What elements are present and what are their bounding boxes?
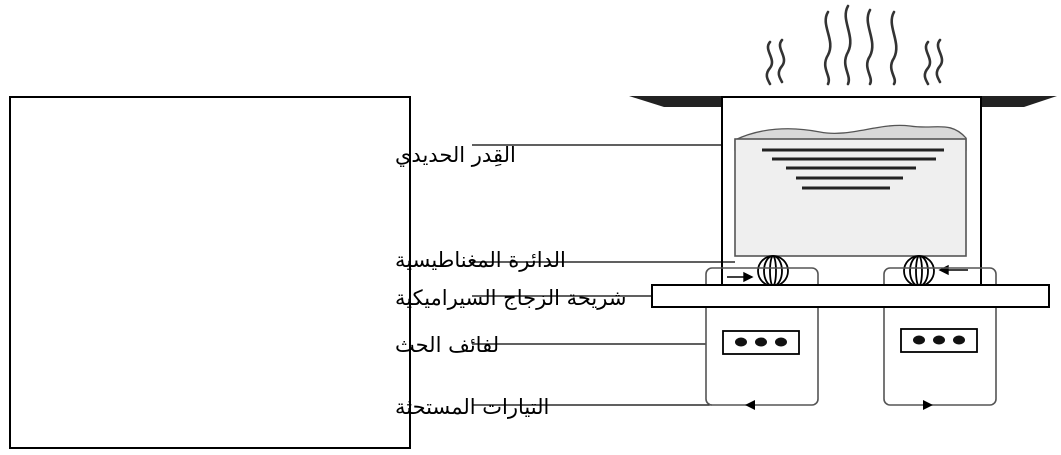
- legend-box: [9, 96, 411, 449]
- pot-handle-right: [981, 96, 1057, 107]
- label-induced-currents: التيارات المستحثة: [395, 395, 549, 419]
- magnetic-coil-right: [903, 255, 935, 287]
- leader-lines: [472, 144, 735, 406]
- label-magnetic-circuit: الدائرة المغناطيسية: [395, 248, 566, 272]
- induced-current-loop-right: [883, 267, 997, 406]
- pot-handle-left: [629, 96, 722, 107]
- liquid-lines: [762, 148, 944, 190]
- label-induction-coils: لفائف الحث: [395, 333, 499, 357]
- induction-coil-unit-left: [722, 330, 800, 355]
- steam: [765, 4, 944, 86]
- liquid-container: [734, 138, 967, 257]
- magnetic-coil-left: [757, 255, 789, 287]
- label-ceramic-glass: شريحة الزجاج السيراميكية: [395, 286, 626, 311]
- current-arrow-right: [923, 400, 933, 410]
- induction-coil-unit-right: [900, 328, 978, 353]
- label-pot: القِدر الحديدي: [395, 143, 516, 167]
- ceramic-glass-plate: [651, 284, 1050, 308]
- current-arrow-left: [745, 400, 755, 410]
- induced-current-loop-left: [705, 267, 819, 406]
